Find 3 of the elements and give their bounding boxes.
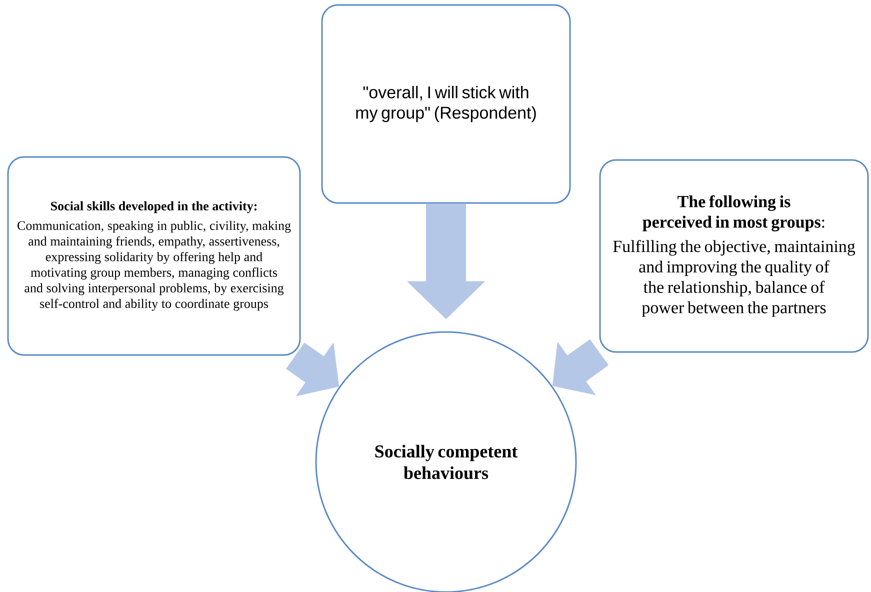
text-box: Social skills developed in the activity: Communication, speaking in public, civility, making and maintaining friends, empathy, assertiveness, expressing solidarity by offering help and motivating group members, managing conflicts and solving interpersonal problems, by exercising self-control and ability to coordinate groups bbox=[7, 156, 301, 356]
text-box: The following is perceived in most groups: Fulfilling the objective, maintaining and improving the quality of the relationship, balance of power between the partners bbox=[599, 159, 869, 353]
text-box: "overall, I will stick with my group" (Respondent) bbox=[321, 4, 571, 204]
